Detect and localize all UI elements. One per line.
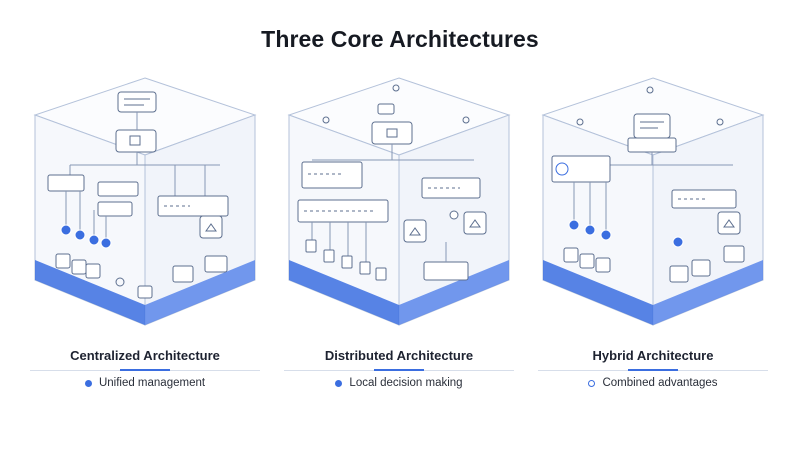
ring-dot-icon	[588, 379, 596, 387]
divider	[30, 369, 260, 371]
distributed-architecture-cube	[287, 77, 511, 326]
divider	[538, 369, 768, 371]
hybrid-architecture-panel: Hybrid Architecture Combined advantages	[538, 70, 768, 440]
feature-item: Combined advantages	[538, 377, 768, 389]
feature-text: Combined advantages	[602, 377, 718, 389]
centralized-architecture-cube	[33, 77, 257, 326]
panel-title: Centralized Architecture	[70, 348, 220, 363]
node-hub-icon	[371, 121, 413, 145]
cloud-node-icon	[717, 211, 741, 235]
distributed-architecture-panel: Distributed Architecture Local decision …	[284, 70, 514, 440]
feature-item: Local decision making	[284, 377, 514, 389]
centralized-architecture-panel: Centralized Architecture Unified managem…	[30, 70, 260, 440]
filled-dot-icon	[84, 379, 92, 387]
switch-icon	[157, 195, 229, 217]
panel-title: Distributed Architecture	[324, 348, 474, 363]
server-node-icon	[117, 91, 157, 113]
page-title: Three Core Architectures	[261, 26, 539, 52]
feature-text: Unified management	[98, 377, 206, 389]
feature-text: Local decision making	[349, 377, 463, 389]
central-controller-icon	[115, 129, 157, 153]
cloud-node-icon	[403, 219, 427, 243]
cloud-node-icon	[199, 215, 223, 239]
divider	[284, 369, 514, 371]
filled-dot-icon	[335, 379, 343, 387]
panel-title: Hybrid Architecture	[592, 348, 714, 363]
hybrid-architecture-cube	[541, 77, 765, 326]
server-node-icon	[633, 113, 671, 139]
feature-item: Unified management	[30, 377, 260, 389]
